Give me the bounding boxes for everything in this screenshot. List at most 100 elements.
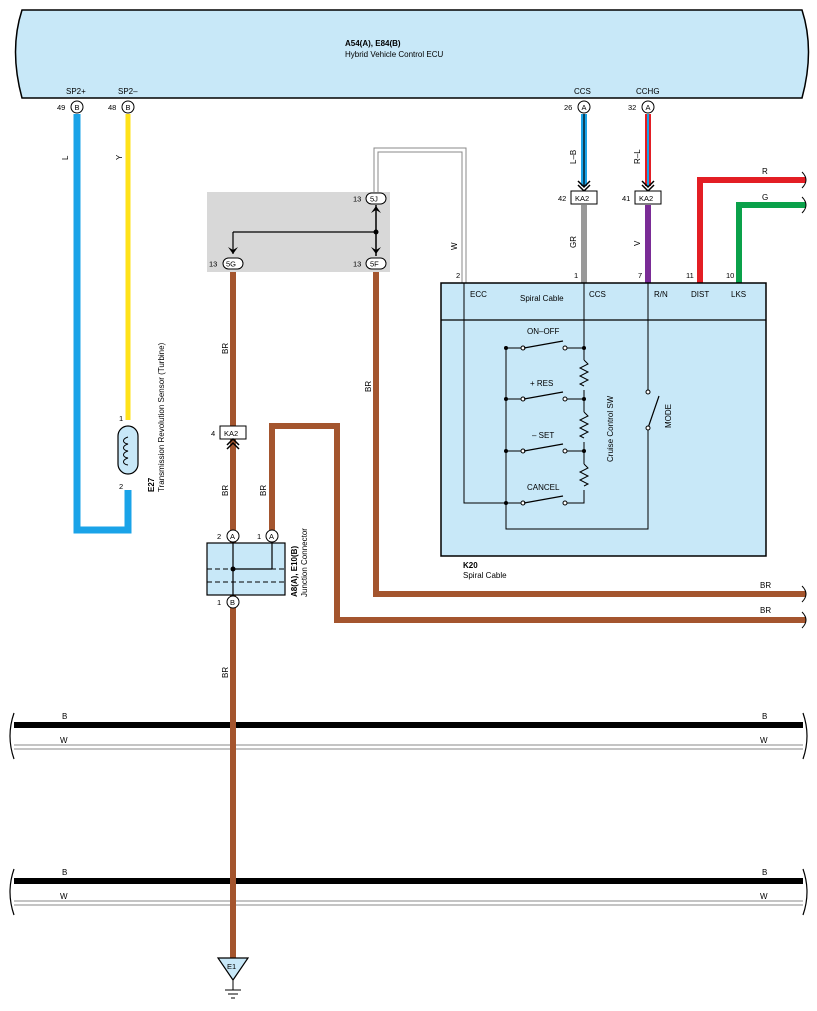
ecu-pin-sp2p: B 49 — [57, 100, 84, 114]
label-wire-br-1: BR — [221, 343, 230, 354]
wire-break-marks — [801, 171, 807, 629]
junction-connector-name: Junction Connector — [300, 528, 309, 597]
svg-text:B: B — [75, 103, 80, 112]
label-wire-l: L — [61, 155, 70, 160]
svg-text:4: 4 — [211, 429, 215, 438]
ecu-name: Hybrid Vehicle Control ECU — [345, 50, 443, 59]
svg-text:13: 13 — [353, 260, 361, 269]
svg-text:48: 48 — [108, 103, 116, 112]
sensor-name: Transmission Revolution Sensor (Turbine) — [157, 342, 166, 492]
spiral-name: Spiral Cable — [463, 571, 507, 580]
svg-text:1: 1 — [257, 532, 261, 541]
svg-text:KA2: KA2 — [639, 194, 653, 203]
svg-text:13: 13 — [209, 260, 217, 269]
wire-l — [73, 114, 132, 534]
ground-bus-1: B W B W — [9, 712, 808, 760]
junction-block: 5J 13 5G 13 5F 13 — [207, 192, 390, 272]
label-wire-w: W — [450, 242, 459, 250]
label-wire-br-7: BR — [760, 606, 771, 615]
svg-text:2: 2 — [217, 532, 221, 541]
spiral-inner-label: Spiral Cable — [520, 294, 564, 303]
svg-text:1: 1 — [574, 271, 578, 280]
label-wire-g: G — [762, 193, 768, 202]
svg-text:42: 42 — [558, 194, 566, 203]
ka2-connector-41: KA2 41 — [622, 180, 662, 205]
ecu-pin-cchg: A 32 — [628, 100, 655, 114]
svg-text:49: 49 — [57, 103, 65, 112]
spiral-cable-k20: 2 1 7 11 10 ECC CCS R/N DIST LKS Spiral … — [440, 271, 767, 580]
switch-mode: MODE — [664, 404, 673, 428]
ecu-pin-sp2m: B 48 — [108, 100, 135, 114]
wire-br-5f — [373, 270, 806, 597]
svg-text:2: 2 — [456, 271, 460, 280]
switch-on-off: ON–OFF — [527, 327, 560, 336]
svg-text:B: B — [762, 712, 767, 721]
svg-text:B: B — [62, 712, 67, 721]
svg-text:41: 41 — [622, 194, 630, 203]
label-wire-br-5: BR — [221, 667, 230, 678]
svg-text:KA2: KA2 — [224, 429, 238, 438]
svg-text:B: B — [126, 103, 131, 112]
ecu-terminal-sp2p: SP2+ — [66, 87, 86, 96]
switch-cancel: CANCEL — [527, 483, 560, 492]
wire-r — [697, 177, 806, 283]
svg-text:10: 10 — [726, 271, 734, 280]
sensor-code: E27 — [147, 477, 156, 492]
junction-connector-code: A8(A), E10(B) — [290, 546, 299, 597]
jb-5j: 5J — [370, 195, 378, 204]
ecu-terminal-ccs: CCS — [574, 87, 591, 96]
svg-text:B: B — [62, 868, 67, 877]
svg-text:W: W — [60, 736, 68, 745]
label-wire-br-2: BR — [221, 485, 230, 496]
svg-text:W: W — [60, 892, 68, 901]
svg-text:A: A — [646, 103, 651, 112]
jb-5f: 5F — [370, 260, 379, 269]
spiral-term-rn: R/N — [654, 290, 668, 299]
svg-text:11: 11 — [686, 271, 694, 280]
ka2-connector-4: KA2 4 — [211, 425, 247, 450]
label-wire-y: Y — [115, 154, 124, 160]
svg-text:W: W — [760, 892, 768, 901]
svg-text:A: A — [582, 103, 587, 112]
label-wire-v: V — [633, 240, 642, 246]
label-wire-br-6: BR — [760, 581, 771, 590]
ecu-pin-ccs: A 26 — [564, 100, 591, 114]
switch-group-label: Cruise Control SW — [606, 395, 615, 462]
svg-text:26: 26 — [564, 103, 572, 112]
spiral-term-ccs: CCS — [589, 290, 606, 299]
label-wire-r: R — [762, 167, 768, 176]
ecu-terminal-sp2m: SP2– — [118, 87, 138, 96]
svg-text:1: 1 — [217, 598, 221, 607]
svg-text:13: 13 — [353, 195, 361, 204]
svg-text:E1: E1 — [227, 962, 236, 971]
wire-w-inner — [374, 148, 466, 283]
svg-text:A: A — [230, 532, 235, 541]
label-wire-gr: GR — [569, 236, 578, 248]
spiral-term-dist: DIST — [691, 290, 709, 299]
label-wire-br-3: BR — [259, 485, 268, 496]
label-wire-lb: L–B — [569, 150, 578, 164]
switch-res: + RES — [530, 379, 553, 388]
svg-text:7: 7 — [638, 271, 642, 280]
svg-text:2: 2 — [119, 482, 123, 491]
ground-bus-2: B W B W — [9, 868, 808, 916]
ka2-connector-42: KA2 42 — [558, 180, 598, 205]
ground-e1: E1 — [216, 957, 250, 999]
junction-connector: A 2 A 1 B 1 A8(A), E10(B) Junction Conne… — [206, 528, 309, 609]
wire-g — [736, 202, 806, 283]
ecu-terminal-cchg: CCHG — [636, 87, 660, 96]
switch-set: – SET — [532, 431, 554, 440]
label-wire-rl: R–L — [633, 149, 642, 164]
svg-text:32: 32 — [628, 103, 636, 112]
jb-5g: 5G — [226, 260, 236, 269]
spiral-term-lks: LKS — [731, 290, 746, 299]
ecu-code: A54(A), E84(B) — [345, 39, 401, 48]
svg-text:1: 1 — [119, 414, 123, 423]
spiral-term-ecc: ECC — [470, 290, 487, 299]
ecu-box — [14, 9, 810, 99]
svg-text:B: B — [762, 868, 767, 877]
spiral-code: K20 — [463, 561, 478, 570]
svg-text:KA2: KA2 — [575, 194, 589, 203]
wire-br-jc — [269, 423, 806, 623]
